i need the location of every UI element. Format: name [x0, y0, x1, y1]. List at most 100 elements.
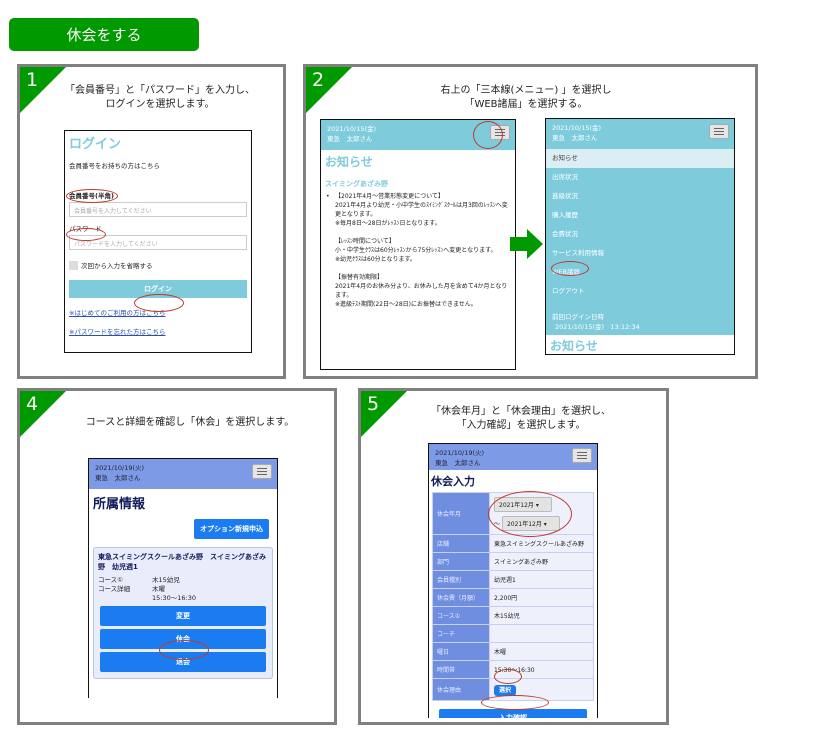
reason-select-button[interactable]: 選択: [494, 685, 517, 696]
field-value: [489, 624, 594, 643]
news-line: 小・中学生ｸﾗｽは60分ﾚｯｽﾝから75分ﾚｯｽﾝへ変更となります。: [335, 247, 497, 254]
remember-checkbox[interactable]: [69, 260, 78, 270]
step-badge: [20, 67, 66, 113]
member-number-input[interactable]: 会員番号を入力してください: [69, 202, 247, 217]
highlight-oval: [481, 695, 549, 710]
page-title: 休会をする: [9, 18, 199, 51]
news-heading: お知らせ: [325, 155, 373, 169]
instruction-line: ログインを選択します。: [105, 99, 215, 110]
field-value: 2,200円: [489, 588, 594, 607]
field-label: 時間帯: [432, 660, 490, 679]
detail-time: 15:30～16:30: [152, 594, 196, 602]
field-value: 木15幼児: [489, 606, 594, 625]
highlight-oval: [134, 294, 184, 312]
menu-icon[interactable]: [572, 448, 592, 463]
step-5-panel: 5 「休会年月」と「休会理由」を選択し、「入力確認」を選択します。 2021/1…: [358, 388, 669, 725]
user-name: 東急 太郎さん: [552, 134, 598, 142]
date-text: 2021/10/15(金): [552, 124, 602, 132]
field-value: 東急スイミングスクールあざみ野: [489, 534, 594, 553]
step-4-panel: 4 コースと詳細を確認し「休会」を選択します。 2021/10/19(火)東急 …: [17, 388, 337, 725]
date-text: 2021/10/19(火): [435, 449, 485, 457]
field-value: スイミングあざみ野: [489, 552, 594, 571]
field-label: 休会理由: [432, 678, 490, 701]
field-label: 休会年月: [432, 492, 490, 535]
news-line: 2021年4月より幼児・小中学生のｽｲﾐﾝｸﾞｽｸｰﾙは月3回のﾚｯｽﾝへ変更と…: [335, 202, 508, 218]
field-value: 木曜: [489, 642, 594, 661]
withdraw-button[interactable]: 退会: [100, 652, 266, 672]
menu-item[interactable]: 進級状況: [552, 192, 578, 200]
highlight-oval: [494, 669, 522, 684]
forgot-password-link[interactable]: ※パスワードを忘れた方はこちら: [69, 328, 166, 336]
membership-heading: 所属情報: [93, 497, 146, 512]
field-label: コース①: [432, 606, 490, 625]
course-value: 木15幼児: [152, 576, 180, 584]
menu-item[interactable]: 会費状況: [552, 230, 578, 238]
login-heading: ログイン: [69, 137, 122, 152]
news-line: ※幼児ｸﾗｽは60分となります。: [335, 256, 416, 263]
highlight-oval: [66, 228, 106, 241]
instruction-line: 「入力確認」を選択します。: [456, 420, 586, 431]
password-input[interactable]: パスワードを入力してください: [69, 235, 247, 250]
news-line: [335, 264, 511, 273]
news-screen: 2021/10/15(金) 東急 太郎さん お知らせ スイミングあざみ野 • 【20…: [320, 119, 516, 370]
step-badge: [20, 391, 66, 437]
highlight-oval: [473, 121, 503, 149]
menu-screen: 2021/10/15(金) 東急 太郎さん お知らせ出席状況進級状況購入履歴会費状…: [545, 118, 735, 355]
menu-item[interactable]: ログアウト: [552, 287, 585, 295]
field-label: 休会費（月額）: [432, 588, 490, 607]
first-time-link[interactable]: ※はじめてのご利用の方はこちら: [69, 309, 166, 317]
field-label: コーチ: [432, 624, 490, 643]
news-line: 【振替有効期限】: [335, 274, 384, 281]
news-body: • 【2021年4月～営業形態変更について】 2021年4月より幼児・小中学生のｽｲ…: [321, 192, 515, 309]
news-line: 【2021年4月～営業形態変更について】: [335, 193, 444, 200]
field-label: 部門: [432, 552, 490, 571]
option-apply-button[interactable]: オプション新規申込: [194, 519, 269, 539]
highlight-oval: [551, 261, 589, 276]
step-1-panel: 1 「会員番号」と「パスワード」を入力し、ログインを選択します。 ログイン 会員…: [17, 64, 286, 379]
step-2-panel: 2 右上の「三本線(メニュー) 」を選択し「WEB諸届」を選択する。 2021/…: [303, 64, 758, 379]
instruction-line: 「会員番号」と「パスワード」を入力し、: [65, 85, 255, 96]
instruction-line: 「WEB諸届」を選択する。: [464, 99, 588, 110]
date-text: 2021/10/19(火): [95, 464, 145, 472]
news-line: ※進級ﾃｽﾄ期間(22日～28日)にお振替はできません。: [335, 301, 477, 308]
user-name: 東急 太郎さん: [435, 459, 481, 467]
step-number: 5: [367, 393, 380, 415]
menu-item[interactable]: 購入履歴: [552, 211, 578, 219]
menu-item[interactable]: サービス利用情報: [552, 249, 604, 257]
leave-of-absence-button[interactable]: 休会: [100, 629, 266, 649]
step-number: 2: [312, 69, 325, 91]
course-label: コース①: [98, 576, 124, 584]
user-name: 東急 太郎さん: [327, 135, 373, 143]
change-button[interactable]: 変更: [100, 606, 266, 626]
login-button[interactable]: ログイン: [69, 280, 247, 298]
highlight-oval: [159, 640, 209, 660]
instruction-line: コースと詳細を確認し「休会」を選択します。: [85, 417, 295, 428]
course-card-title: 東急スイミングスクールあざみ野 スイミングあざみ野 幼児週1: [98, 553, 266, 571]
news-line: 【ﾚｯｽﾝ時間について】: [335, 238, 395, 245]
news-line: 2021年4月のお休み分より、お休みした月を含めて4か月となります。: [335, 283, 508, 299]
menu-icon[interactable]: [252, 464, 272, 479]
confirm-input-button[interactable]: 入力確認: [439, 709, 587, 718]
menu-item[interactable]: お知らせ: [546, 149, 734, 168]
last-login-value: 2021/10/15(金) 13:12:34: [555, 323, 640, 331]
step-number: 4: [26, 393, 39, 415]
field-label: 店舗: [432, 534, 490, 553]
step-badge: [361, 391, 407, 437]
instruction-line: 右上の「三本線(メニュー) 」を選択し: [440, 85, 612, 96]
date-text: 2021/10/15(金): [327, 125, 377, 133]
news-line: [335, 228, 511, 237]
menu-icon[interactable]: [709, 124, 729, 139]
school-name: スイミングあざみ野: [325, 180, 388, 188]
bullet: •: [326, 193, 330, 200]
last-login-label: 前回ログイン日時: [552, 313, 604, 321]
news-line: ※毎月8日～28日がﾚｯｽﾝ日となります。: [335, 220, 441, 227]
step-number: 1: [26, 69, 39, 91]
login-lead: 会員番号をお持ちの方はこちら: [69, 162, 160, 170]
highlight-oval: [66, 189, 118, 203]
menu-item[interactable]: 出席状況: [552, 173, 578, 181]
field-label: 曜日: [432, 642, 490, 661]
detail-label: コース詳細: [98, 585, 131, 593]
leave-heading: 休会入力: [431, 475, 475, 488]
field-label: 会員種別: [432, 570, 490, 589]
remember-label: 次回から入力を省略する: [81, 262, 153, 270]
